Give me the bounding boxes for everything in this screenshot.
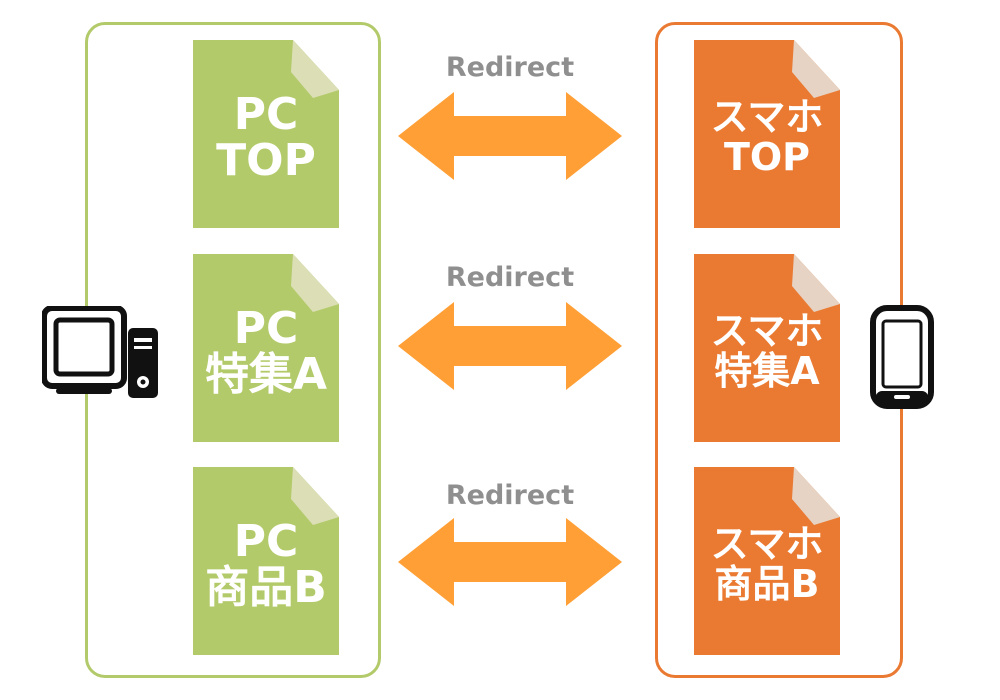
page-title-line1: PC xyxy=(233,302,299,354)
redirect-label: Redirect xyxy=(445,480,575,511)
sp-page-product-b: スマホ 商品B xyxy=(694,467,840,655)
pc-page-feature-a: PC 特集A xyxy=(193,254,339,442)
sp-page-feature-a: スマホ 特集A xyxy=(694,254,840,442)
page-title-line1: スマホ xyxy=(710,309,824,354)
page-title-line2: TOP xyxy=(723,135,811,179)
double-arrow-icon xyxy=(398,518,622,606)
page-title-line1: PC xyxy=(233,88,299,140)
redirect-label: Redirect xyxy=(445,52,575,83)
smartphone-icon xyxy=(870,305,934,409)
redirect-label: Redirect xyxy=(445,262,575,293)
page-title-line1: スマホ xyxy=(710,522,824,567)
page-title-line1: スマホ xyxy=(710,95,824,140)
page-title-line2: TOP xyxy=(216,135,316,186)
page-title-line2: 商品B xyxy=(714,562,820,606)
double-arrow-icon xyxy=(398,302,622,390)
double-arrow-icon xyxy=(398,92,622,180)
pc-page-product-b: PC 商品B xyxy=(193,467,339,655)
desktop-computer-icon xyxy=(42,306,158,398)
page-title-line2: 商品B xyxy=(205,562,327,613)
pc-page-top: PC TOP xyxy=(193,40,339,228)
page-title-line1: PC xyxy=(233,515,299,567)
page-title-line2: 特集A xyxy=(714,349,820,393)
page-title-line2: 特集A xyxy=(204,349,328,400)
sp-page-top: スマホ TOP xyxy=(694,40,840,228)
